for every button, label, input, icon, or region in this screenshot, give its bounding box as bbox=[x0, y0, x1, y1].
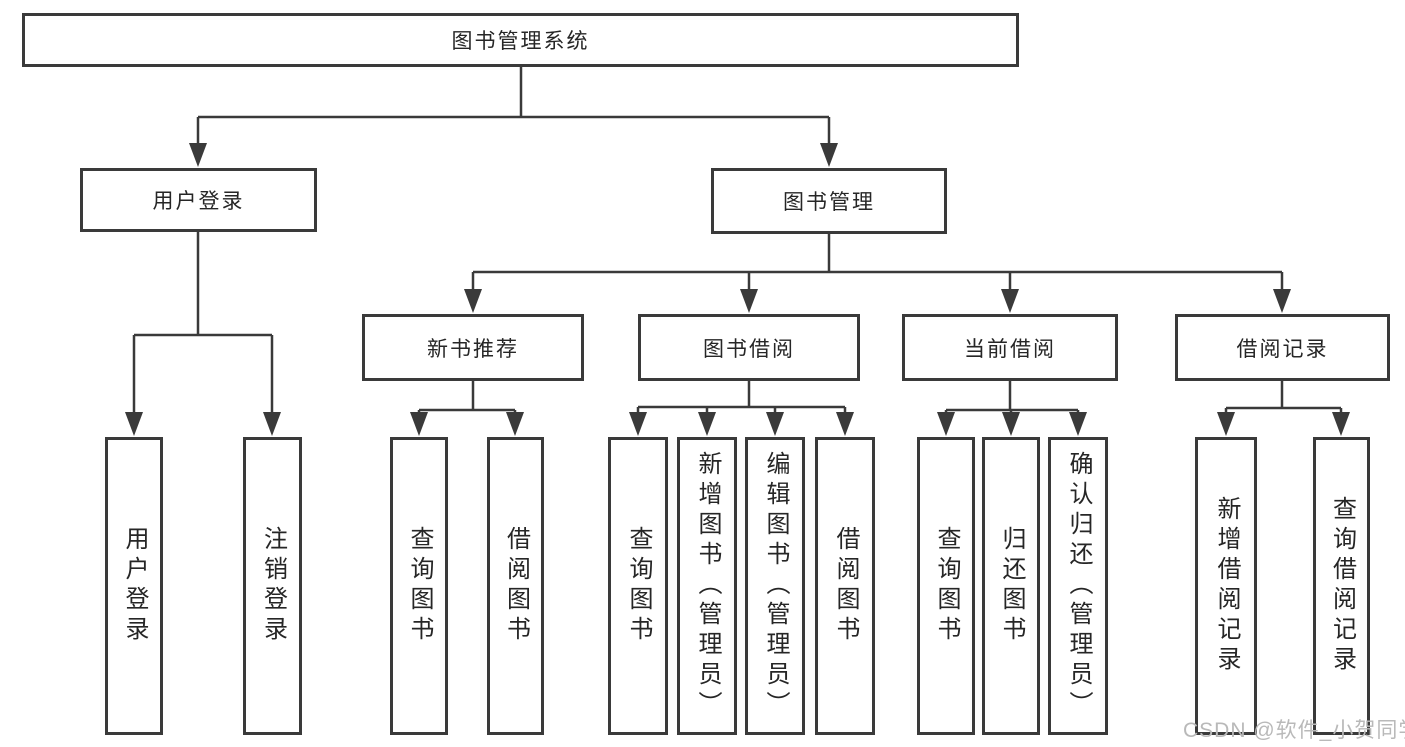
arrow-down-icon bbox=[125, 412, 143, 436]
arrow-down-icon bbox=[698, 412, 716, 436]
arrow-down-icon bbox=[766, 412, 784, 436]
leaf-borrow-books-recommend: 借阅图书 bbox=[487, 437, 544, 735]
arrow-down-icon bbox=[937, 412, 955, 436]
node-book-management: 图书管理 bbox=[711, 168, 947, 234]
arrow-down-icon bbox=[1069, 412, 1087, 436]
leaf-query-books-borrow: 查询图书 bbox=[608, 437, 668, 735]
leaf-user-login: 用户登录 bbox=[105, 437, 163, 735]
node-new-book-recommend: 新书推荐 bbox=[362, 314, 584, 381]
arrow-down-icon bbox=[410, 412, 428, 436]
arrow-down-icon bbox=[189, 143, 207, 167]
arrow-down-icon bbox=[464, 289, 482, 313]
leaf-confirm-return-admin: 确认归还（管理员） bbox=[1048, 437, 1108, 735]
leaf-edit-book-admin: 编辑图书（管理员） bbox=[745, 437, 805, 735]
leaf-add-borrow-record: 新增借阅记录 bbox=[1195, 437, 1257, 735]
arrow-down-icon bbox=[1001, 289, 1019, 313]
arrow-down-icon bbox=[1217, 412, 1235, 436]
arrow-down-icon bbox=[506, 412, 524, 436]
leaf-query-borrow-record: 查询借阅记录 bbox=[1313, 437, 1370, 735]
arrow-down-icon bbox=[820, 143, 838, 167]
arrow-down-icon bbox=[1332, 412, 1350, 436]
node-library-management-system: 图书管理系统 bbox=[22, 13, 1019, 67]
leaf-borrow-books: 借阅图书 bbox=[815, 437, 875, 735]
node-current-borrowing: 当前借阅 bbox=[902, 314, 1118, 381]
node-user-login: 用户登录 bbox=[80, 168, 317, 232]
arrow-down-icon bbox=[629, 412, 647, 436]
node-book-borrowing: 图书借阅 bbox=[638, 314, 860, 381]
leaf-query-books-current: 查询图书 bbox=[917, 437, 975, 735]
arrow-down-icon bbox=[740, 289, 758, 313]
node-borrowing-records: 借阅记录 bbox=[1175, 314, 1390, 381]
leaf-add-book-admin: 新增图书（管理员） bbox=[677, 437, 737, 735]
leaf-query-books-recommend: 查询图书 bbox=[390, 437, 448, 735]
arrow-down-icon bbox=[1273, 289, 1291, 313]
watermark: CSDN @软件_小贺同学 bbox=[1183, 719, 1405, 742]
arrow-down-icon bbox=[1002, 412, 1020, 436]
arrow-down-icon bbox=[263, 412, 281, 436]
leaf-return-books: 归还图书 bbox=[982, 437, 1040, 735]
leaf-logout: 注销登录 bbox=[243, 437, 302, 735]
arrow-down-icon bbox=[836, 412, 854, 436]
